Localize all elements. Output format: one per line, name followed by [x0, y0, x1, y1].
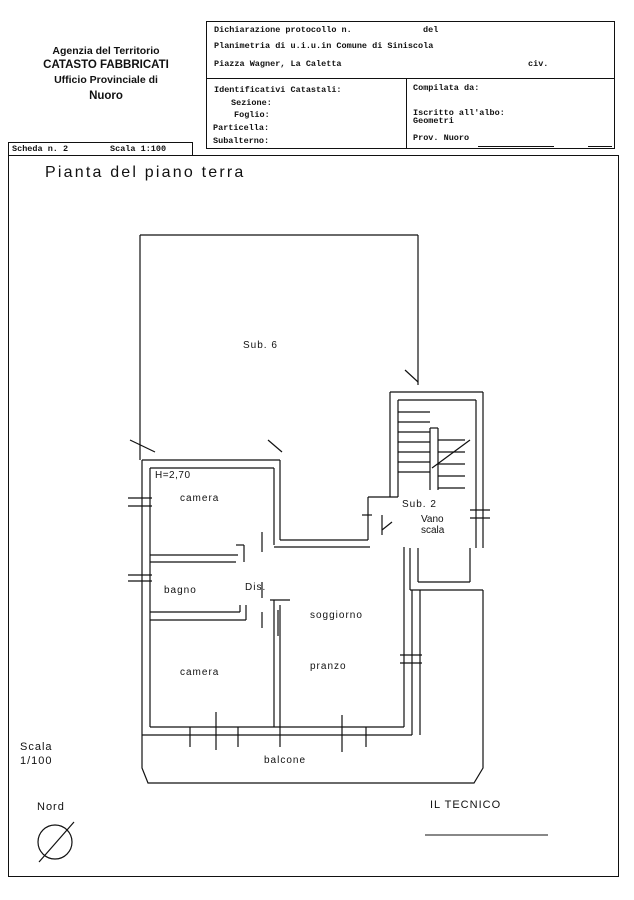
ufficio-label: Ufficio Provinciale di — [54, 74, 158, 86]
geometri-label: Geometri — [413, 116, 454, 126]
catasto-title: CATASTO FABBRICATI — [43, 59, 169, 71]
header-box-top — [206, 21, 615, 79]
agency-block: Agenzia del Territorio CATASTO FABBRICAT… — [20, 44, 192, 104]
scheda-label: Scheda n. 2 — [12, 144, 69, 154]
balcone-label: balcone — [264, 755, 307, 766]
dichiarazione-label: Dichiarazione protocollo n. — [214, 25, 352, 35]
plan-title: Pianta del piano terra — [45, 164, 246, 181]
dis-label: Dis. — [245, 582, 267, 593]
camera-top-label: camera — [180, 493, 220, 504]
province-name: Nuoro — [89, 90, 123, 102]
bagno-label: bagno — [164, 585, 197, 596]
sezione-label: Sezione: — [231, 98, 272, 108]
balcony-outline — [141, 590, 484, 784]
height-label: H=2,70 — [155, 470, 191, 481]
vano-label: Vano — [421, 514, 444, 525]
scala-value: 1/100 — [20, 755, 53, 767]
north-arrow-icon — [37, 821, 75, 863]
subalterno-label: Subalterno: — [213, 136, 270, 146]
header-divider — [406, 78, 407, 148]
scala-room-label: scala — [421, 525, 445, 536]
iscritto-label: Iscritto all'albo: — [413, 108, 505, 118]
prov-underline-2 — [588, 146, 612, 147]
agency-name: Agenzia del Territorio — [52, 45, 160, 57]
compilata-label: Compilata da: — [413, 83, 480, 93]
camera-bottom-label: camera — [180, 667, 220, 678]
identificativi-label: Identificativi Catastali: — [214, 85, 342, 95]
tecnico-label: IL TECNICO — [430, 799, 502, 811]
address-label: Piazza Wagner, La Caletta — [214, 59, 342, 69]
del-label: del — [423, 25, 439, 35]
scala-header-label: Scala 1:100 — [110, 144, 167, 154]
planimetria-label: Planimetria di u.i.u.in Comune di Sinisc… — [214, 41, 434, 51]
foglio-label: Foglio: — [234, 110, 270, 120]
sub6-label: Sub. 6 — [243, 340, 278, 351]
drawing-frame — [8, 155, 619, 877]
header-box-bottom — [206, 78, 615, 149]
soggiorno-label: soggiorno — [310, 610, 363, 621]
pranzo-label: pranzo — [310, 661, 347, 672]
particella-label: Particella: — [213, 123, 270, 133]
nord-label: Nord — [37, 801, 65, 813]
sub2-label: Sub. 2 — [402, 499, 437, 510]
scala-label: Scala — [20, 741, 53, 753]
civ-label: civ. — [528, 59, 549, 69]
prov-label: Prov. Nuoro — [413, 133, 470, 143]
prov-underline — [478, 146, 554, 147]
